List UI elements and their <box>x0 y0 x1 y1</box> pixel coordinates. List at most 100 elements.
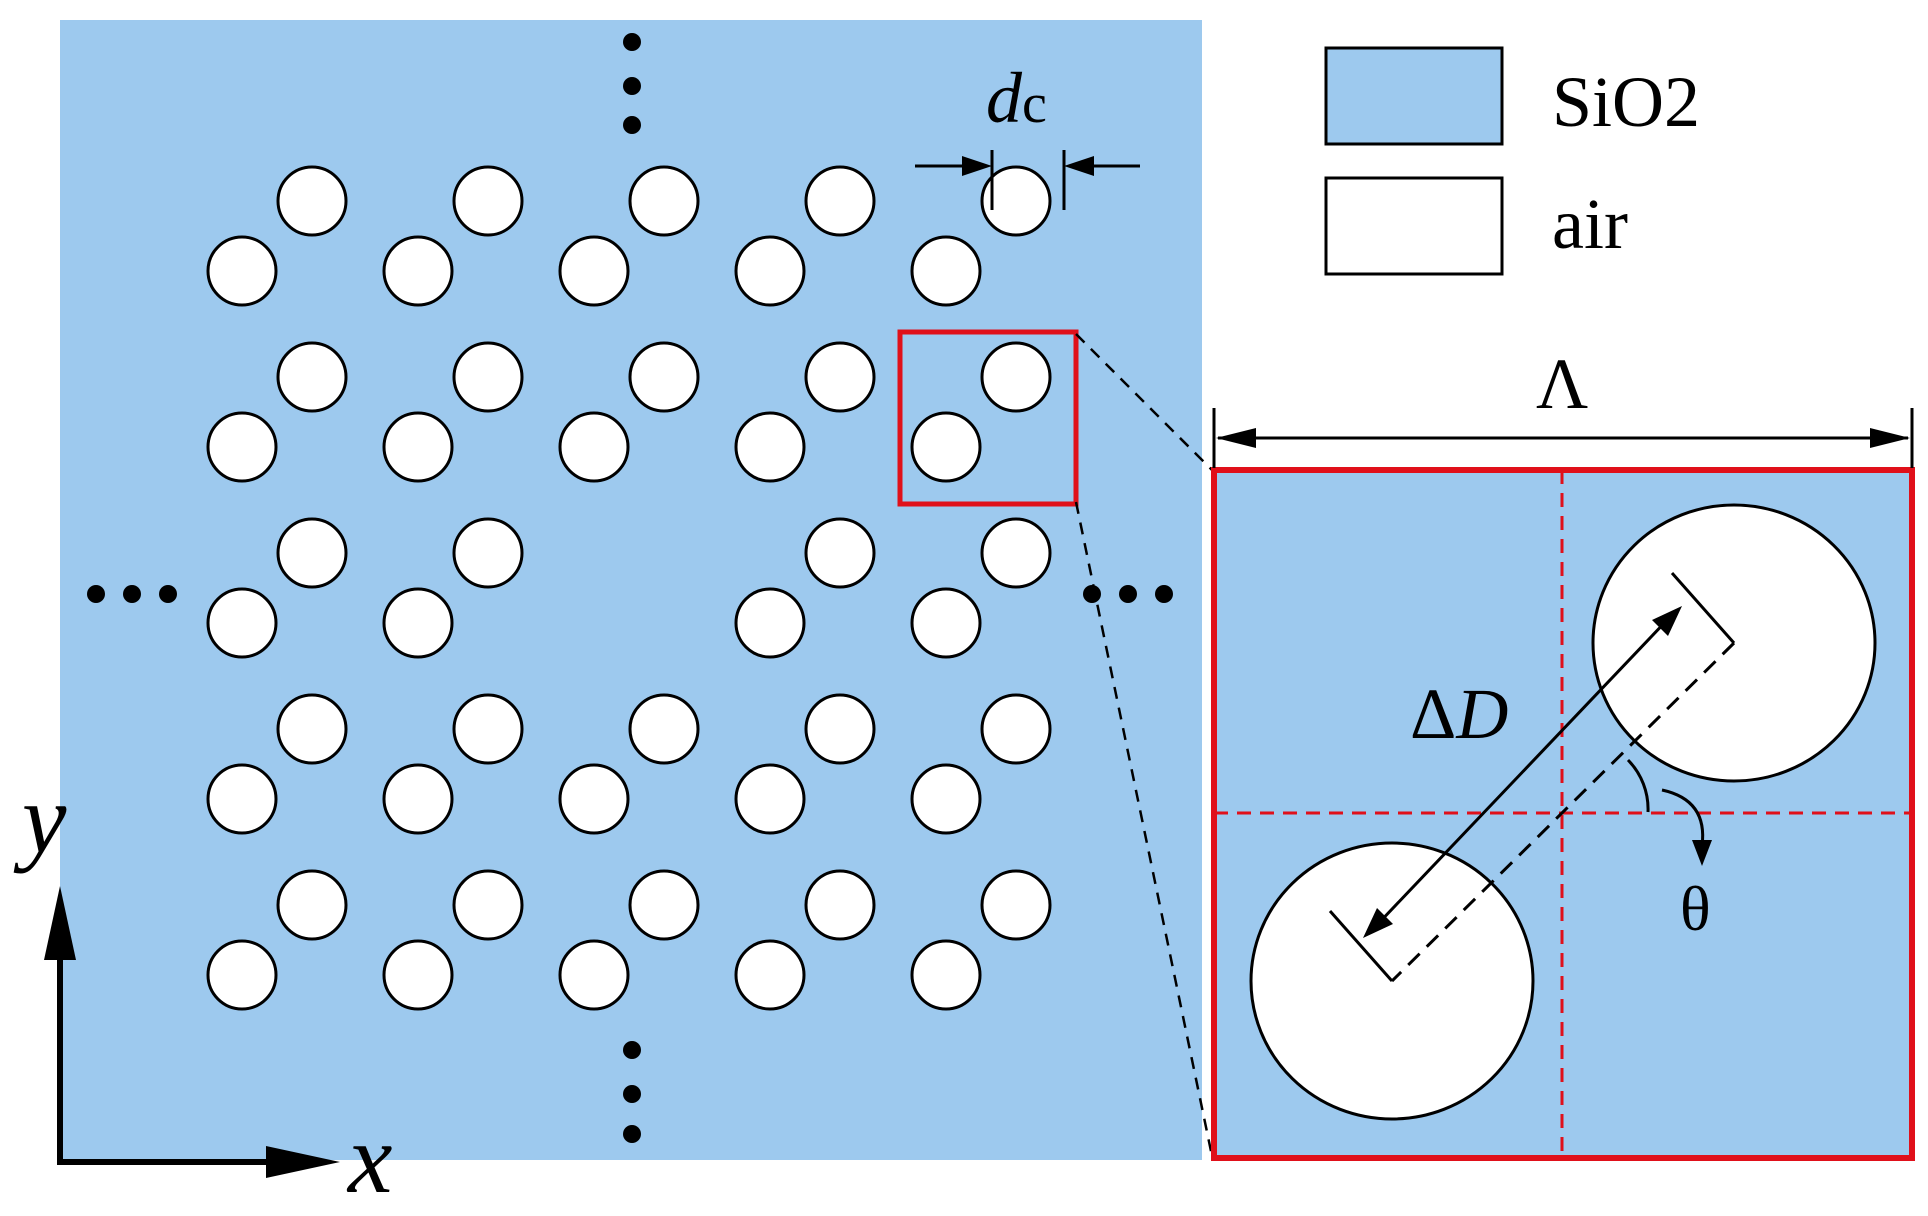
hole-diameter-label: dc <box>986 58 1047 138</box>
continuation-dots-top <box>623 33 641 134</box>
x-axis-label: x <box>346 1103 392 1214</box>
air-hole <box>980 517 1052 589</box>
period-arrowhead-right <box>1870 428 1910 448</box>
dimension-arrowhead <box>1064 156 1094 176</box>
continuation-dot <box>623 1125 641 1143</box>
continuation-dot <box>159 585 177 603</box>
air-hole <box>804 869 876 941</box>
air-hole <box>558 939 630 1011</box>
air-hole <box>206 587 278 659</box>
air-hole <box>804 341 876 413</box>
hole-diameter-subscript: c <box>1022 73 1047 135</box>
air-hole <box>734 763 806 835</box>
air-hole <box>276 341 348 413</box>
angle-indicator <box>1626 758 1712 866</box>
enlarged-cell-frame <box>1211 467 1915 1161</box>
coordinate-axes <box>44 886 340 1178</box>
air-hole <box>382 939 454 1011</box>
air-hole <box>558 763 630 835</box>
air-hole <box>206 939 278 1011</box>
continuation-dots-right <box>1083 585 1173 603</box>
legend-label-silica: SiO2 <box>1552 62 1700 142</box>
air-hole <box>382 587 454 659</box>
angle-curved-arrow <box>1661 788 1705 847</box>
angle-label: θ <box>1680 873 1711 944</box>
air-hole <box>382 763 454 835</box>
zoom-guide-bottom <box>1074 501 1214 1157</box>
unit-cell-highlight <box>897 329 1079 507</box>
dimension-arrowhead <box>962 156 992 176</box>
continuation-dot <box>1119 585 1137 603</box>
air-hole <box>804 693 876 765</box>
offset-dimension <box>1328 572 1736 983</box>
angle-arrowhead <box>1692 840 1712 866</box>
air-hole <box>628 341 700 413</box>
legend-swatch-air <box>1324 176 1504 276</box>
period-arrowhead-left <box>1216 428 1256 448</box>
hole-diameter-symbol: d <box>986 58 1023 138</box>
continuation-dot <box>123 585 141 603</box>
offset-label: ΔD <box>1410 674 1508 754</box>
air-hole <box>734 235 806 307</box>
air-hole <box>452 869 524 941</box>
angle-arc <box>1626 758 1650 813</box>
air-hole <box>276 165 348 237</box>
air-hole <box>734 939 806 1011</box>
zoom-guide-lines <box>1074 333 1214 1157</box>
air-hole <box>206 763 278 835</box>
air-hole <box>452 341 524 413</box>
air-hole <box>910 235 982 307</box>
continuation-dot <box>623 77 641 95</box>
center-connector-dashed <box>1390 641 1736 983</box>
offset-delta: Δ <box>1410 674 1456 754</box>
continuation-dot <box>623 116 641 134</box>
air-hole <box>910 763 982 835</box>
air-hole <box>628 869 700 941</box>
continuation-dot <box>623 33 641 51</box>
air-hole <box>804 165 876 237</box>
air-hole <box>628 693 700 765</box>
air-hole <box>206 235 278 307</box>
air-hole <box>382 235 454 307</box>
offset-arrow-line <box>1373 615 1672 929</box>
offset-arrowhead-lower <box>1363 908 1393 938</box>
lattice-period-label: Λ <box>1536 344 1588 424</box>
air-hole <box>980 165 1052 237</box>
continuation-dot <box>623 1085 641 1103</box>
offset-variable: D <box>1455 674 1508 754</box>
air-hole <box>734 411 806 483</box>
continuation-dot <box>1155 585 1173 603</box>
air-hole <box>382 411 454 483</box>
air-hole <box>452 693 524 765</box>
continuation-dot <box>623 1041 641 1059</box>
air-hole <box>804 517 876 589</box>
air-hole <box>276 517 348 589</box>
offset-arrowhead-upper <box>1652 606 1682 636</box>
air-hole <box>980 693 1052 765</box>
legend-swatch-silica <box>1324 46 1504 146</box>
legend-label-air: air <box>1552 184 1628 264</box>
y-axis-arrowhead <box>44 886 76 960</box>
air-hole <box>910 939 982 1011</box>
continuation-dots-bottom <box>623 1041 641 1143</box>
air-hole <box>452 517 524 589</box>
air-hole-lattice <box>206 165 1052 1011</box>
air-hole <box>980 341 1052 413</box>
offset-tick-upper <box>1670 572 1736 644</box>
air-hole <box>910 587 982 659</box>
air-hole <box>734 587 806 659</box>
air-hole <box>910 411 982 483</box>
lattice-period-dimension <box>1212 408 1914 468</box>
air-hole <box>558 411 630 483</box>
zoom-guide-top <box>1075 333 1213 471</box>
offset-tick-lower <box>1328 910 1394 982</box>
air-hole <box>980 869 1052 941</box>
continuation-dot <box>87 585 105 603</box>
x-axis-arrowhead <box>266 1146 340 1178</box>
continuation-dots-left <box>87 585 177 603</box>
air-hole <box>276 693 348 765</box>
air-hole <box>628 165 700 237</box>
legend: SiO2 air <box>1324 46 1700 276</box>
hole-diameter-dimension <box>915 150 1140 210</box>
